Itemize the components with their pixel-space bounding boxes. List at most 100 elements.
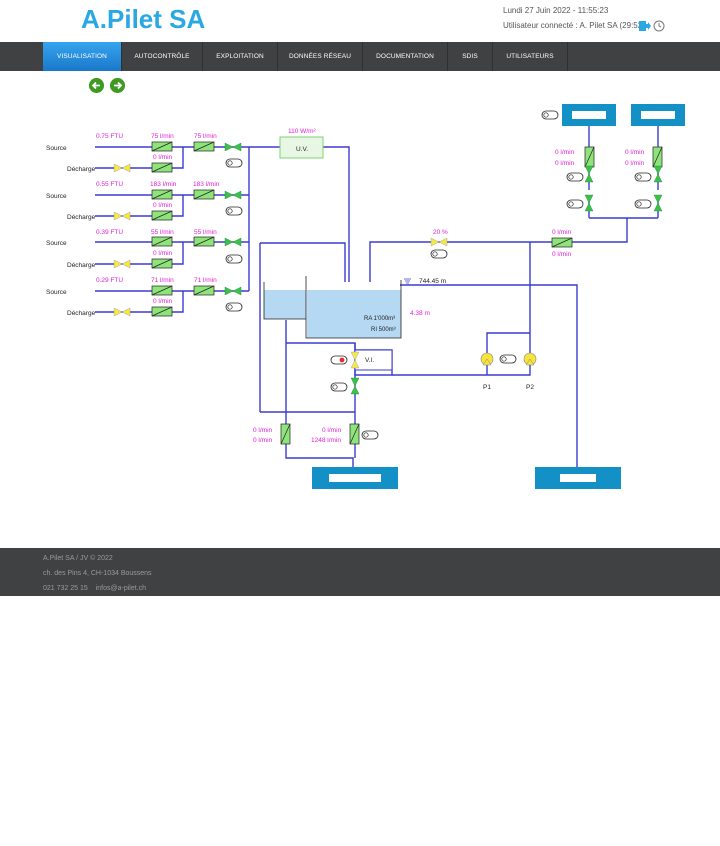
flow-meter-icon [151,210,173,221]
uv-label: U.V. [296,146,308,153]
flow-meter-icon [193,141,215,152]
flow-meter-icon [151,236,173,247]
flow-meter-icon [193,285,215,296]
footer-phone: 021 732 25 15 [43,585,88,592]
valve-icon[interactable] [224,286,242,296]
flow-value: 75 l/min [194,133,217,140]
valve-icon[interactable] [224,237,242,247]
valve-icon[interactable] [584,194,594,212]
flow-meter-icon [193,189,215,200]
nav-sdis[interactable]: SDIS [448,42,493,71]
flow-meter-icon [151,141,173,152]
flow-meter-icon [280,423,291,445]
toggle-switch[interactable] [566,199,584,209]
decharge-label: Décharge [67,166,96,173]
nav-autocontrole[interactable]: AUTOCONTRÔLE [122,42,203,71]
flow-value: 0 l/min [555,160,575,167]
uv-value: 110 W/m² [288,128,317,135]
flow-value: 0 l/min [555,149,575,156]
previous-arrow-icon[interactable] [89,78,104,93]
reservoir-ri: RI 500m³ [371,327,396,333]
valve-icon[interactable] [113,163,131,173]
pump-label: P1 [483,384,491,391]
flow-value: 0 l/min [253,427,273,434]
footer-address: ch. des Pins 4, CH-1034 Boussens [43,570,152,577]
flow-meter-icon [151,285,173,296]
footer-email[interactable]: infos@a-pilet.ch [95,585,147,592]
flow-meter-icon [151,306,173,317]
toggle-switch[interactable] [499,354,517,364]
decharge-label: Décharge [67,310,96,317]
clock-icon[interactable] [653,20,665,32]
flow-value: 0 l/min [625,160,645,167]
valve-icon[interactable] [584,165,594,183]
flow-value: 71 l/min [151,277,174,284]
flow-meter-icon [584,146,595,168]
reservoir-level: 744.45 m [419,278,446,285]
valve-icon[interactable] [350,377,360,395]
reservoir-ra: RA 1'000m³ [364,316,395,322]
main-nav: VISUALISATION AUTOCONTRÔLE EXPLOITATION … [0,42,720,71]
water-level-icon [404,278,411,284]
decharge-flow-value: 0 l/min [153,298,173,305]
toggle-switch[interactable] [634,199,652,209]
flow-value: 1248 l/min [311,437,341,444]
decharge-flow-value: 0 l/min [153,250,173,257]
nav-donnees-reseau[interactable]: DONNÉES RÉSEAU [278,42,363,71]
nav-visualisation[interactable]: VISUALISATION [43,42,122,71]
brand-logo[interactable]: A.Pilet SA [81,4,206,34]
nav-documentation[interactable]: DOCUMENTATION [363,42,448,71]
flow-meter-icon [349,423,360,445]
flow-value: 71 l/min [194,277,217,284]
footer-copyright: A.Pilet SA / JV © 2022 [43,555,113,562]
decharge-label: Décharge [67,214,96,221]
header-user: Utilisateur connecté : A. Pilet SA (29:5… [503,21,645,30]
nav-utilisateurs[interactable]: UTILISATEURS [493,42,568,71]
source-label: Source [46,145,67,152]
flow-meter-icon [193,236,215,247]
flow-meter-icon [151,258,173,269]
toggle-switch[interactable] [225,254,243,264]
tank-main [307,290,401,338]
turbidity-value: 0.29 FTU [96,277,123,284]
toggle-switch[interactable] [225,158,243,168]
valve-icon[interactable] [113,307,131,317]
valve-icon[interactable] [653,194,663,212]
toggle-switch[interactable] [225,302,243,312]
reservoir-height: 4.38 m [410,310,430,317]
toggle-switch[interactable] [541,110,559,120]
valve-icon[interactable] [430,237,448,247]
nav-exploitation[interactable]: EXPLOITATION [203,42,278,71]
turbidity-value: 0.75 FTU [96,133,123,140]
next-arrow-icon[interactable] [110,78,125,93]
valve-icon[interactable] [224,190,242,200]
valve-icon[interactable] [113,211,131,221]
toggle-switch[interactable] [566,172,584,182]
turbidity-value: 0.39 FTU [96,229,123,236]
uv-box [279,136,324,159]
decharge-flow-value: 0 l/min [153,202,173,209]
source-label: Source [46,240,67,247]
flow-value: 0 l/min [253,437,273,444]
toggle-switch[interactable] [430,249,448,259]
toggle-switch[interactable] [225,206,243,216]
valve-icon[interactable] [224,142,242,152]
footer: A.Pilet SA / JV © 2022 ch. des Pins 4, C… [0,548,720,596]
header: A.Pilet SA Lundi 27 Juin 2022 - 11:55:23… [0,0,720,42]
flow-value: 0 l/min [322,427,342,434]
flow-meter-icon [151,189,173,200]
flow-value: 55 l/min [194,229,217,236]
toggle-switch[interactable] [330,382,348,392]
source-label: Source [46,193,67,200]
logout-icon[interactable] [638,19,652,33]
flow-meter-icon [652,146,663,168]
toggle-switch-alarm[interactable] [330,355,348,365]
valve-percent: 20 % [433,229,448,236]
flow-value: 0 l/min [625,149,645,156]
valve-icon[interactable] [653,165,663,183]
vi-label: V.I. [365,357,374,364]
toggle-switch[interactable] [634,172,652,182]
valve-icon[interactable] [113,259,131,269]
pump-label: P2 [526,384,534,391]
toggle-switch[interactable] [361,430,379,440]
